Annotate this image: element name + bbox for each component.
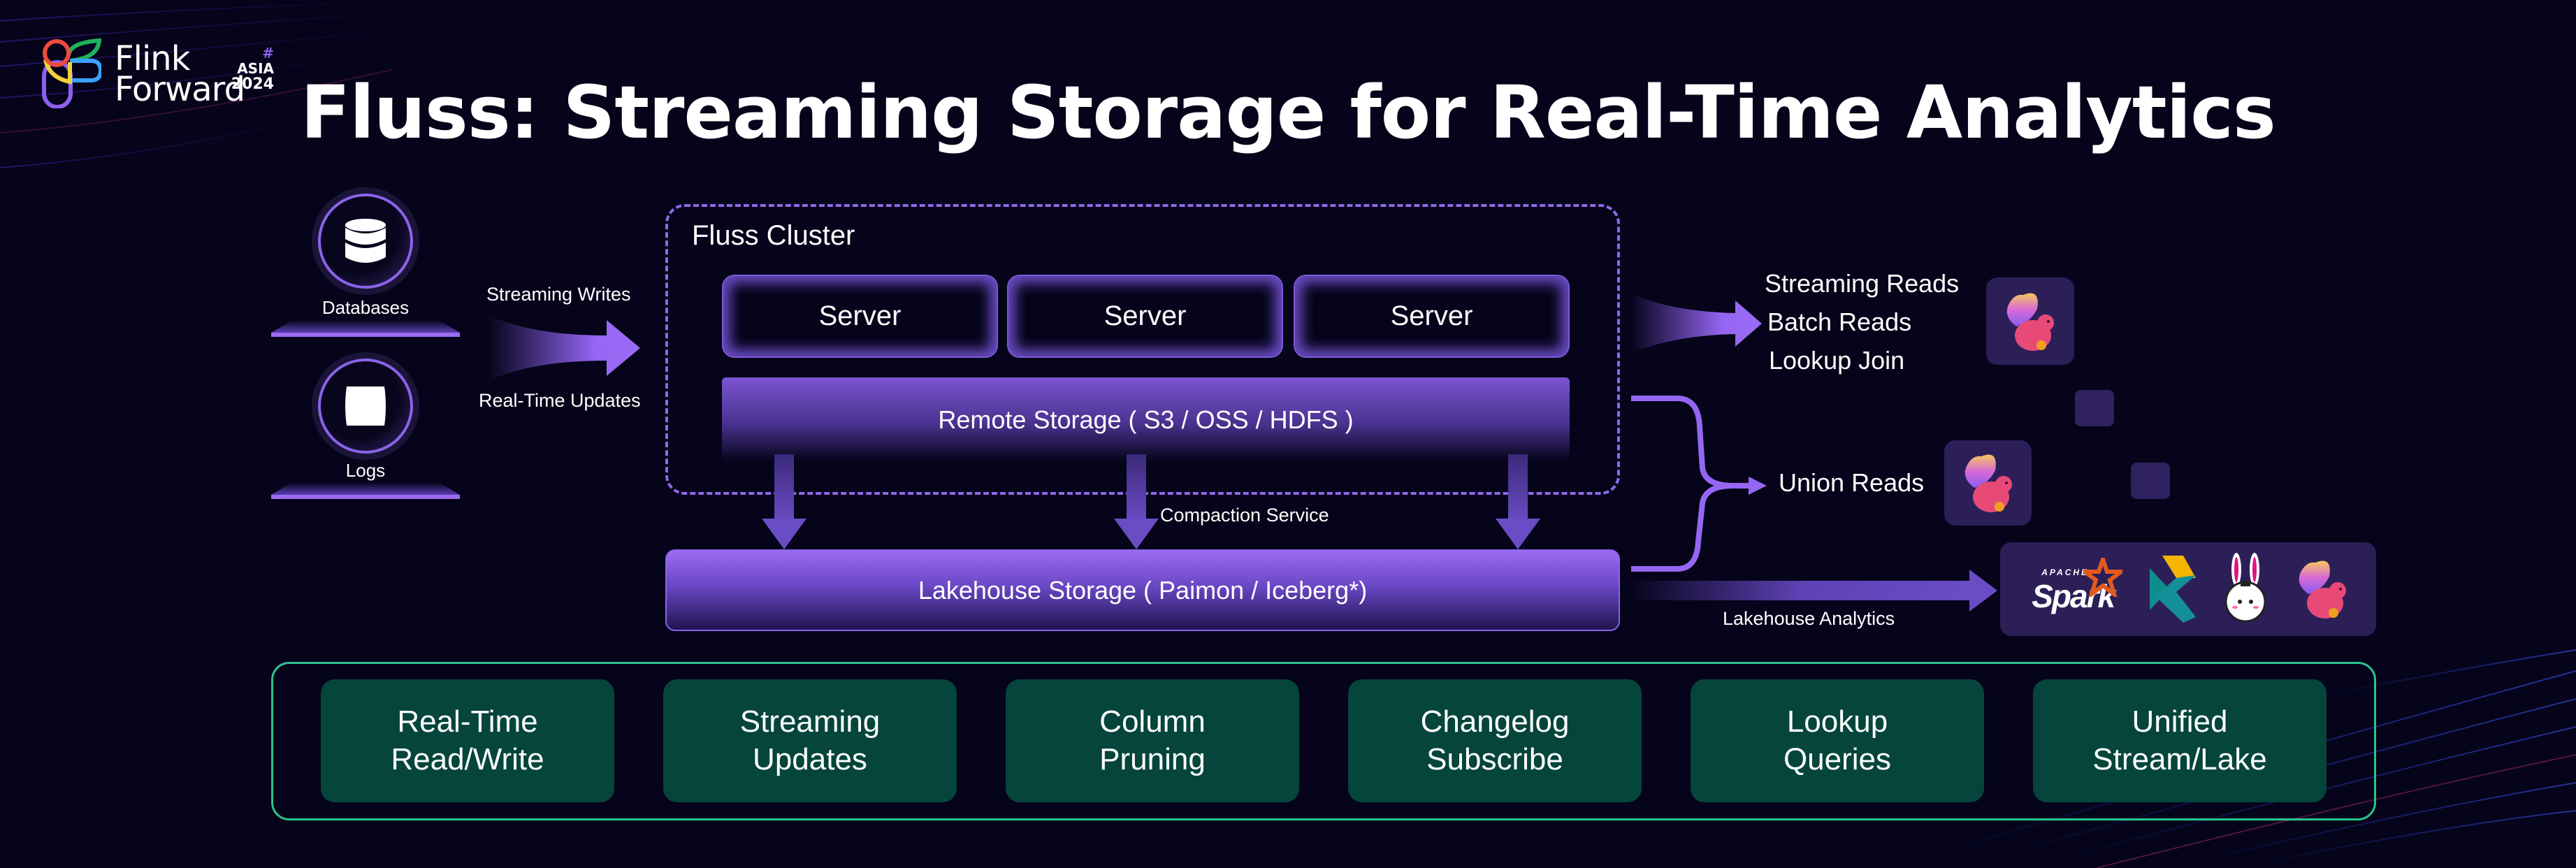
- feature-line: Lookup: [1786, 704, 1888, 739]
- apache-flink-icon: [2006, 293, 2054, 351]
- logo-text-flink: Flink: [115, 39, 190, 78]
- feature-line: Read/Write: [391, 742, 544, 776]
- spark-apache-text: APACHE: [2041, 567, 2090, 577]
- lakehouse-analytics-arrow: [1628, 570, 1997, 612]
- logo-event-tag: # ASIA 2024: [231, 45, 274, 92]
- spark-text: Spark: [2032, 578, 2115, 614]
- apache-spark-icon: APACHE Spark: [2026, 558, 2124, 621]
- ingest-arrow: [488, 314, 640, 382]
- lookup-join-label: Lookup Join: [1769, 346, 1905, 375]
- databases-platform: [271, 320, 460, 337]
- feature-line: Streaming: [739, 704, 881, 739]
- reads-arrow: [1630, 294, 1762, 354]
- remote-storage-block: Remote Storage ( S3 / OSS / HDFS ): [722, 377, 1570, 461]
- union-reads-connector: [1631, 396, 1767, 572]
- server-node: Server: [1294, 275, 1570, 358]
- streaming-reads-label: Streaming Reads: [1765, 269, 1960, 298]
- real-time-updates-label: Real-Time Updates: [479, 390, 641, 411]
- lakehouse-storage-block: Lakehouse Storage ( Paimon / Iceberg*): [665, 549, 1620, 631]
- apache-flink-icon: [2299, 560, 2346, 619]
- feature-line: Updates: [753, 742, 867, 776]
- flink-engine-tile: [1944, 440, 2032, 526]
- analytics-engines-tile: APACHE Spark: [2000, 542, 2376, 636]
- decorative-square: [2131, 463, 2170, 499]
- flink-forward-logo-mark-icon: [42, 38, 101, 108]
- feature-line: Stream/Lake: [2092, 742, 2267, 776]
- databases-label: Databases: [321, 297, 410, 318]
- page-title: Fluss: Streaming Storage for Real-Time A…: [301, 70, 2276, 155]
- decorative-square: [2075, 390, 2114, 426]
- streaming-writes-label: Streaming Writes: [486, 284, 631, 305]
- server-node: Server: [1007, 275, 1283, 358]
- remote-storage-label: Remote Storage ( S3 / OSS / HDFS ): [938, 405, 1354, 434]
- logs-source-circle: [318, 359, 413, 454]
- compaction-arrow-middle: [1114, 454, 1159, 549]
- apache-flink-icon: [1964, 454, 2012, 512]
- databases-source-circle: [318, 194, 413, 289]
- feature-line: Unified: [2132, 704, 2228, 739]
- feature-line: Queries: [1783, 742, 1892, 776]
- logo-region: ASIA: [237, 60, 274, 77]
- flink-engine-tile: [1986, 277, 2074, 365]
- lakehouse-analytics-label: Lakehouse Analytics: [1723, 608, 1895, 629]
- logo-year: 2024: [231, 75, 274, 93]
- compaction-service-label: Compaction Service: [1160, 505, 1329, 526]
- starrocks-icon: [2149, 556, 2196, 623]
- log-file-icon: [345, 386, 386, 426]
- trino-bunny-icon: [2224, 553, 2266, 623]
- feature-line: Subscribe: [1426, 742, 1563, 776]
- union-reads-label: Union Reads: [1779, 468, 1925, 497]
- lakehouse-storage-label: Lakehouse Storage ( Paimon / Iceberg*): [918, 575, 1368, 605]
- logs-label: Logs: [345, 460, 386, 481]
- feature-line: Real-Time: [397, 704, 538, 739]
- logo-hash: #: [262, 45, 274, 62]
- logo-text-forward: Forward: [115, 70, 245, 109]
- compaction-arrow-right: [1496, 454, 1540, 549]
- feature-line: Pruning: [1099, 742, 1206, 776]
- features-container: [271, 662, 2376, 820]
- server-node: Server: [722, 275, 998, 358]
- fluss-cluster-title: Fluss Cluster: [692, 220, 855, 251]
- batch-reads-label: Batch Reads: [1767, 308, 1912, 336]
- database-icon: [345, 219, 386, 263]
- compaction-arrow-left: [762, 454, 806, 549]
- flink-forward-logo: Flink Forward # ASIA 2024: [42, 38, 280, 112]
- logs-platform: [271, 482, 460, 499]
- feature-line: Column: [1099, 704, 1206, 739]
- feature-line: Changelog: [1420, 704, 1570, 739]
